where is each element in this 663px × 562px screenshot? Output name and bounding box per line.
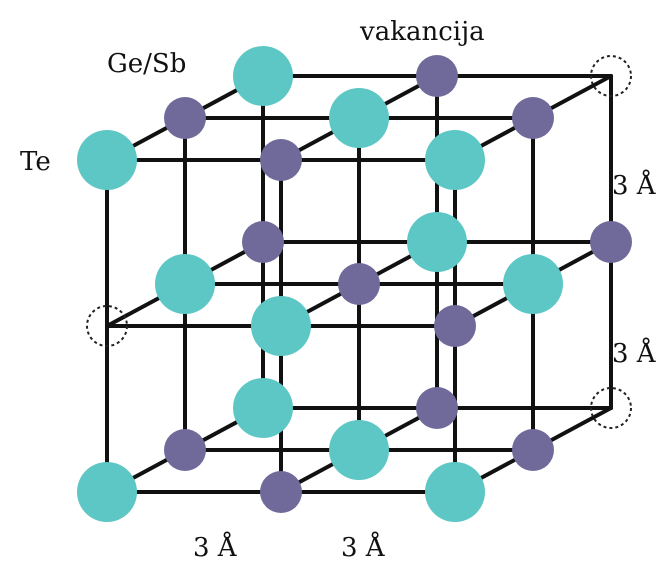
gesb-atom: [260, 139, 302, 181]
te-atom: [329, 420, 389, 480]
gesb-atom: [590, 221, 632, 263]
te-atom: [77, 462, 137, 522]
te-atom: [233, 378, 293, 438]
gesb-atom: [416, 387, 458, 429]
spacing-label-right-top: 3 Å: [612, 169, 657, 201]
spacing-label-right-bottom: 3 Å: [612, 337, 657, 369]
gesb-atom: [416, 55, 458, 97]
vacancy-label: vakancija: [359, 17, 485, 47]
vacancy-site: [590, 55, 632, 97]
te-atom: [155, 254, 215, 314]
gesb-atom: [260, 471, 302, 513]
gesb-atom: [512, 97, 554, 139]
te-label: Te: [20, 147, 51, 177]
te-atom: [77, 130, 137, 190]
vacancy-site: [86, 305, 128, 347]
spacing-label-bottom-left: 3 Å: [193, 531, 238, 562]
gesb-atom: [164, 429, 206, 471]
gesb-atom: [338, 263, 380, 305]
te-atom: [233, 46, 293, 106]
gesb-atom: [164, 97, 206, 139]
vacancy-site: [590, 387, 632, 429]
te-atom: [251, 296, 311, 356]
gesb-atom: [242, 221, 284, 263]
gesb-atom: [512, 429, 554, 471]
spacing-label-bottom-right: 3 Å: [341, 531, 386, 562]
te-atom: [425, 130, 485, 190]
gesb-label: Ge/Sb: [107, 49, 186, 79]
te-atom: [407, 212, 467, 272]
lattice-atoms: [77, 46, 632, 522]
te-atom: [503, 254, 563, 314]
te-atom: [425, 462, 485, 522]
gesb-atom: [434, 305, 476, 347]
te-atom: [329, 88, 389, 148]
